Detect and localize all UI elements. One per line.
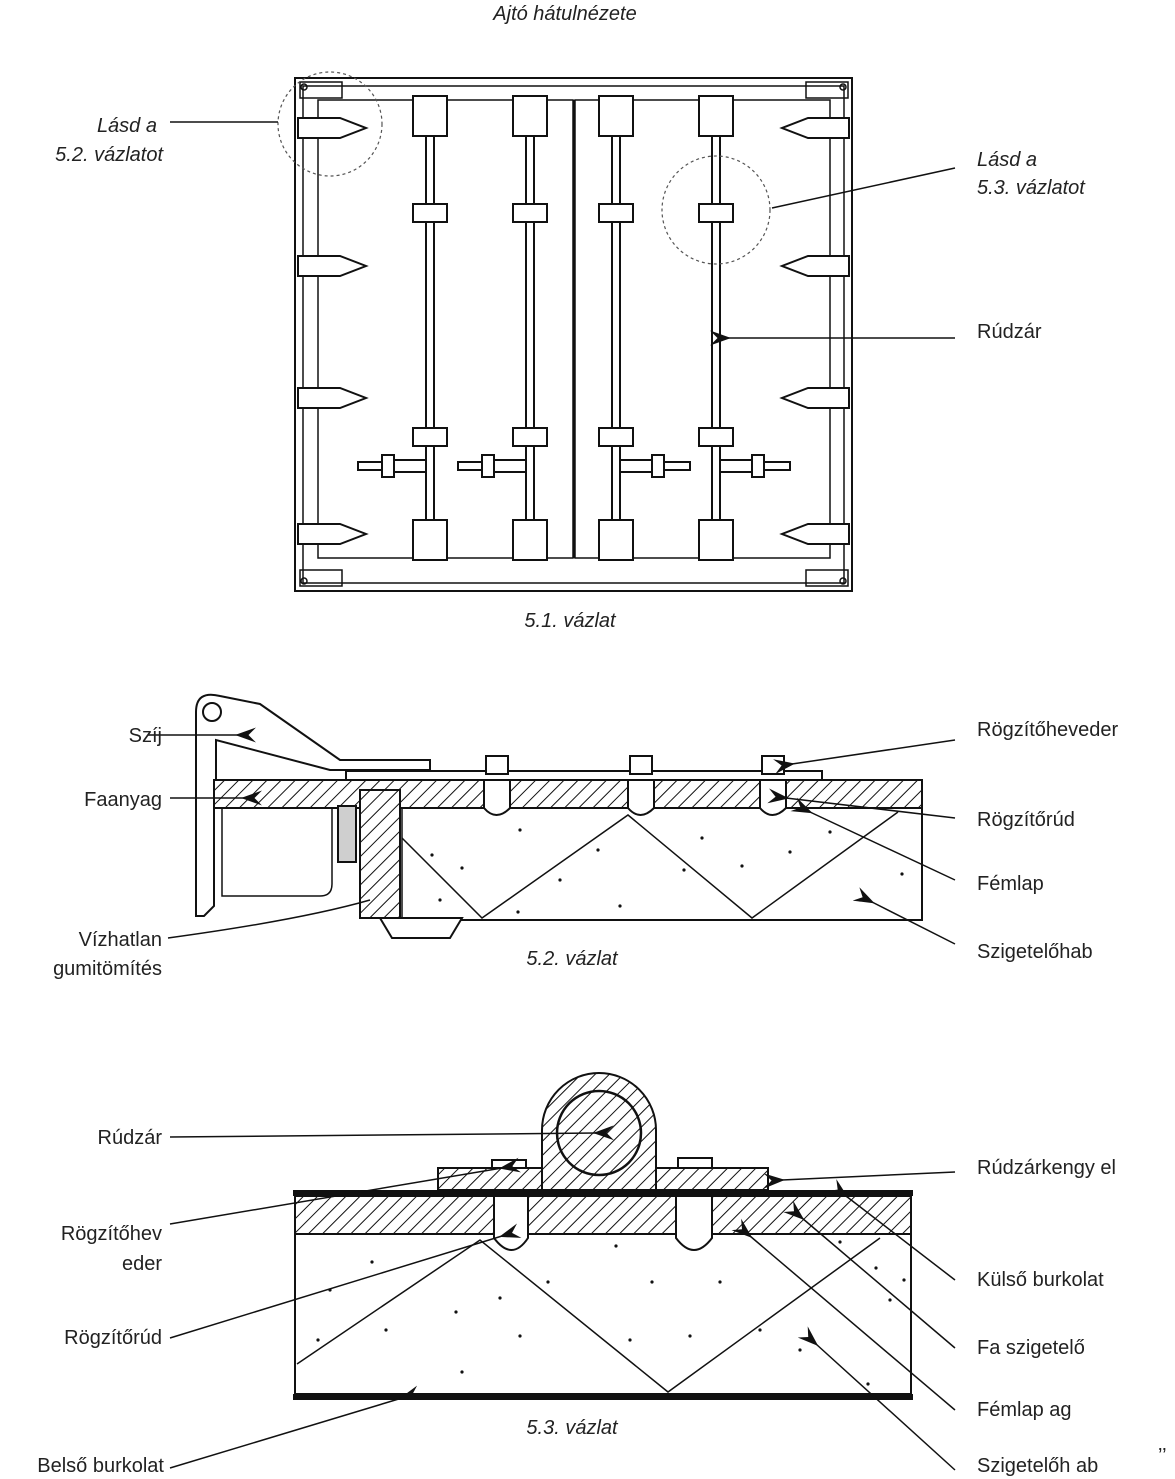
door-inner-frame: [302, 85, 845, 584]
label-rod-lock-51: Rúdzár: [977, 321, 1042, 343]
detail-callout-52: [277, 71, 383, 177]
foam-dots-53: [316, 1240, 906, 1386]
lock-rod-2: [457, 95, 548, 561]
label-retainer-strap-53-line1: Rögzítőhev: [61, 1223, 162, 1245]
label-seal-line1: Vízhatlan: [79, 929, 162, 951]
lock-rod-4: [698, 95, 791, 561]
label-wood-insulation: Fa szigetelő: [977, 1337, 1085, 1359]
label-insulation-foam-53: Szigetelőh ab: [977, 1455, 1098, 1477]
lock-rod-3: [598, 95, 691, 561]
label-retainer-rod-52: Rögzítőrúd: [977, 809, 1075, 831]
label-insulation-foam-52: Szigetelőhab: [977, 941, 1093, 963]
label-metal-sheet-53: Fémlap ag: [977, 1399, 1072, 1421]
seal-profile-52: [359, 789, 401, 919]
label-strap: Szíj: [129, 725, 162, 747]
label-rod-lock-53: Rúdzár: [98, 1127, 163, 1149]
wood-board-52: [213, 779, 923, 809]
label-retainer-strap-53-line2: eder: [122, 1253, 162, 1275]
label-retainer-rod-53: Rögzítőrúd: [64, 1327, 162, 1349]
diagram-title: Ajtó hátulnézete: [492, 3, 636, 25]
door-hinges-left: [297, 117, 369, 545]
figure-5-2-seal-section: Szíj Faanyag Vízhatlan gumitömítés Rögzí…: [53, 693, 1119, 980]
figure-5-1-door-rear-view: Lásd a 5.2. vázlatot Lásd a 5.3. vázlato…: [55, 71, 1086, 632]
strap-hinge-52: [195, 693, 431, 917]
label-see-53-line1: Lásd a: [977, 149, 1037, 171]
label-see-53-line2: 5.3. vázlatot: [977, 177, 1086, 199]
label-wood: Faanyag: [84, 789, 162, 811]
caption-figure-5-1: 5.1. vázlat: [524, 610, 617, 632]
detail-callout-53: [661, 155, 771, 265]
door-hinges-right: [779, 117, 850, 545]
lock-rod-1: [357, 95, 448, 561]
caption-figure-5-3: 5.3. vázlat: [526, 1417, 619, 1439]
outer-cladding-line: [293, 1190, 913, 1196]
wood-board-53: [294, 1195, 912, 1235]
corner-castings: [299, 81, 849, 587]
label-retainer-strap-52: Rögzítőheveder: [977, 719, 1119, 741]
inner-cladding-line: [293, 1394, 913, 1400]
label-see-52-line1: Lásd a: [97, 115, 157, 137]
foam-body-53: [294, 1233, 912, 1395]
label-rod-lock-sleeve: Rúdzárkengy el: [977, 1157, 1116, 1179]
door-outer-frame: [294, 77, 853, 592]
seal-block-52: [337, 805, 357, 863]
label-see-52-line2: 5.2. vázlatot: [55, 144, 164, 166]
footer-mark: ’’: [1158, 1445, 1167, 1467]
label-outer-cladding: Külső burkolat: [977, 1269, 1104, 1291]
label-inner-cladding: Belső burkolat: [37, 1455, 164, 1477]
foam-body-52: [399, 807, 923, 921]
caption-figure-5-2: 5.2. vázlat: [526, 948, 619, 970]
figure-5-3-rod-lock-section: Rúdzár Rögzítőhev eder Rögzítőrúd Belső …: [37, 1072, 1116, 1477]
label-seal-line2: gumitömítés: [53, 958, 162, 980]
label-metal-sheet-52: Fémlap: [977, 873, 1044, 895]
